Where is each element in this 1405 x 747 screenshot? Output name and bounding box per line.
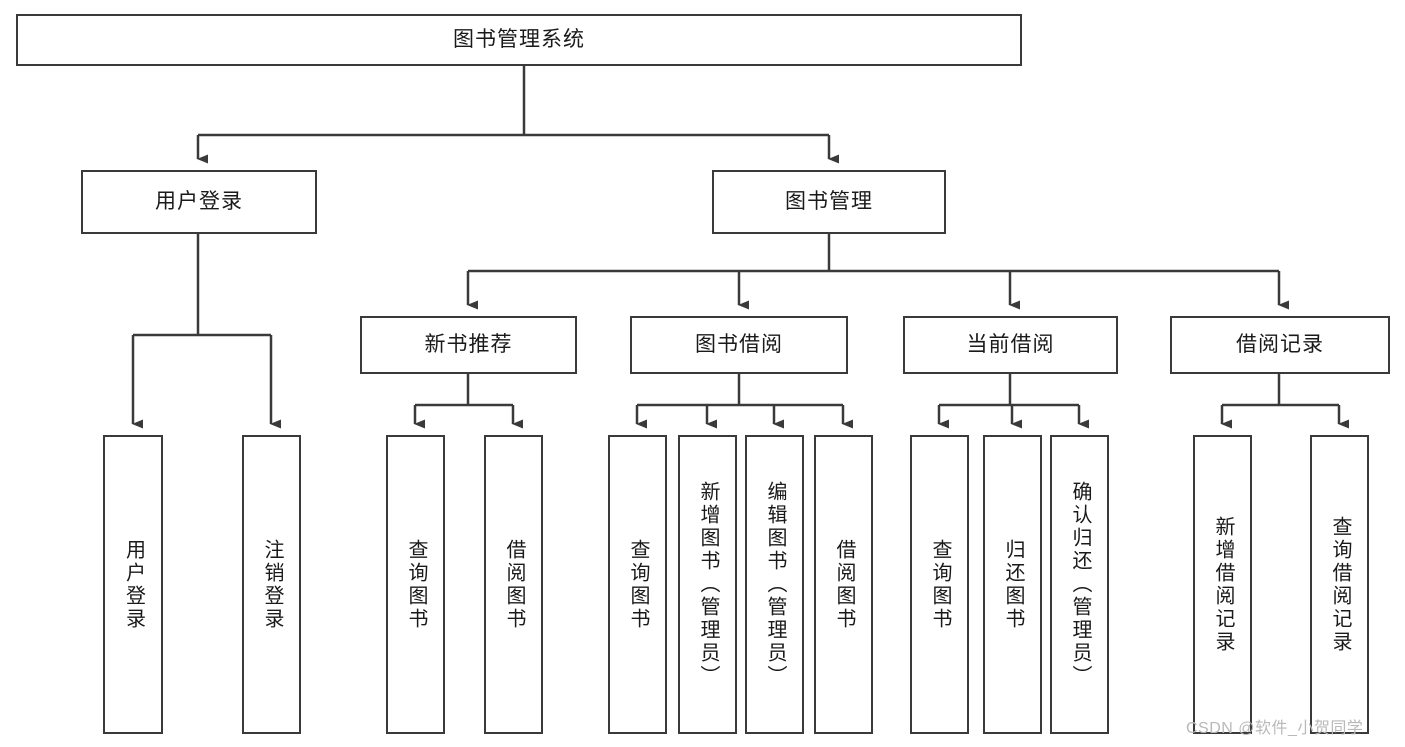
node-root-system[interactable]: 图书管理系统 bbox=[16, 14, 1022, 66]
node-label: 查询图书 bbox=[929, 538, 951, 631]
node-label: 借阅图书 bbox=[833, 538, 855, 631]
node-leaf-11[interactable]: 新增借阅记录 bbox=[1193, 435, 1252, 734]
node-level1-0[interactable]: 用户登录 bbox=[81, 170, 317, 234]
node-leaf-7[interactable]: 借阅图书 bbox=[814, 435, 873, 734]
node-label: 查询图书 bbox=[627, 538, 649, 631]
node-leaf-9[interactable]: 归还图书 bbox=[983, 435, 1042, 734]
node-label: 图书管理系统 bbox=[453, 28, 585, 52]
node-level2-3[interactable]: 借阅记录 bbox=[1170, 316, 1390, 374]
node-label: 归还图书 bbox=[1002, 538, 1024, 631]
node-label: 用户登录 bbox=[155, 190, 243, 214]
node-level2-1[interactable]: 图书借阅 bbox=[630, 316, 848, 374]
node-leaf-10[interactable]: 确认归还（管理员） bbox=[1050, 435, 1109, 734]
node-label: 查询图书 bbox=[405, 538, 427, 631]
node-label: 新书推荐 bbox=[424, 333, 513, 357]
node-leaf-8[interactable]: 查询图书 bbox=[910, 435, 969, 734]
node-leaf-3[interactable]: 借阅图书 bbox=[484, 435, 543, 734]
node-level1-1[interactable]: 图书管理 bbox=[712, 170, 946, 234]
csdn-watermark: CSDN @软件_小贺同学 bbox=[1186, 720, 1364, 737]
node-label: 图书管理 bbox=[785, 190, 873, 214]
node-leaf-0[interactable]: 用户登录 bbox=[103, 435, 163, 734]
node-leaf-4[interactable]: 查询图书 bbox=[608, 435, 667, 734]
node-label: 查询借阅记录 bbox=[1329, 515, 1351, 654]
node-label: 用户登录 bbox=[122, 538, 145, 631]
node-leaf-12[interactable]: 查询借阅记录 bbox=[1310, 435, 1369, 734]
node-label: 新增借阅记录 bbox=[1212, 515, 1234, 654]
node-leaf-1[interactable]: 注销登录 bbox=[242, 435, 301, 734]
node-label: 借阅图书 bbox=[503, 538, 525, 631]
node-label: 借阅记录 bbox=[1236, 333, 1324, 357]
node-leaf-6[interactable]: 编辑图书（管理员） bbox=[745, 435, 804, 734]
node-label: 确认归还（管理员） bbox=[1069, 481, 1091, 688]
node-label: 注销登录 bbox=[261, 538, 283, 631]
node-label: 图书借阅 bbox=[695, 333, 783, 357]
node-label: 新增图书（管理员） bbox=[697, 481, 719, 688]
node-leaf-5[interactable]: 新增图书（管理员） bbox=[678, 435, 737, 734]
node-level2-2[interactable]: 当前借阅 bbox=[903, 316, 1118, 374]
node-leaf-2[interactable]: 查询图书 bbox=[386, 435, 445, 734]
node-level2-0[interactable]: 新书推荐 bbox=[360, 316, 577, 374]
node-label: 编辑图书（管理员） bbox=[764, 481, 786, 688]
node-label: 当前借阅 bbox=[966, 333, 1055, 357]
